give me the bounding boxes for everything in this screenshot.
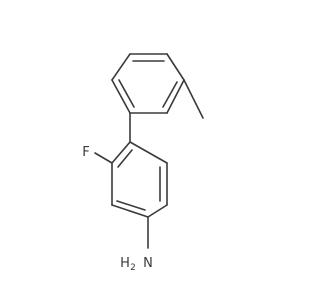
aniline-ring — [111, 141, 168, 218]
bond — [129, 141, 168, 164]
structure-diagram: F H 2 N — [82, 53, 204, 273]
methyl-bond — [183, 79, 204, 119]
fluorine-label: F — [82, 145, 89, 160]
bond — [162, 81, 178, 108]
bond — [111, 53, 131, 81]
bond — [166, 53, 185, 81]
bond — [118, 79, 135, 108]
bond — [166, 79, 185, 114]
tolyl-ring — [111, 53, 185, 114]
bond — [111, 204, 149, 218]
hydrogen-count-label: 2 — [130, 263, 136, 273]
fluoro-bond — [94, 152, 113, 164]
hydrogen-label: H — [120, 256, 130, 271]
bond — [111, 79, 131, 114]
bond — [147, 204, 168, 218]
bond — [111, 141, 131, 164]
bond — [117, 149, 133, 168]
nitrogen-label: N — [143, 256, 153, 271]
bond — [116, 200, 146, 211]
